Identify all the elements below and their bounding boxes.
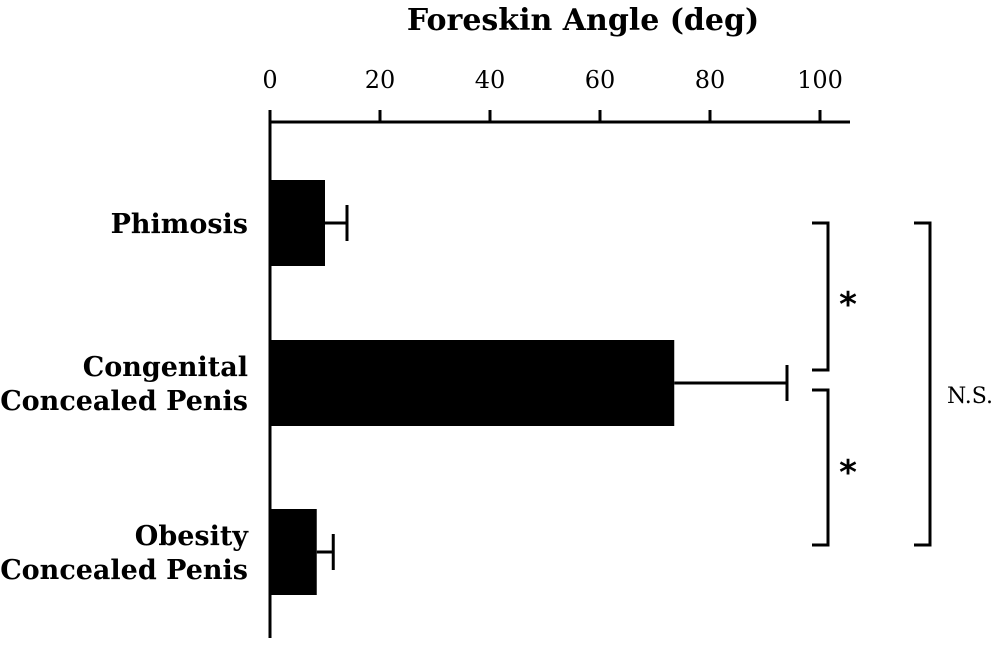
- x-tick-label: 20: [365, 66, 396, 94]
- category-label: Phimosis: [111, 209, 248, 240]
- x-tick-label: 60: [585, 66, 616, 94]
- significance-label: *: [839, 453, 857, 493]
- significance-label: N.S.: [947, 384, 993, 409]
- significance-bracket: [914, 221, 932, 547]
- category-label: Concealed Penis: [0, 386, 248, 417]
- category-label: Obesity: [135, 521, 250, 552]
- x-tick-label: 40: [475, 66, 506, 94]
- bar: [270, 180, 325, 266]
- category-label: Congenital: [83, 352, 248, 383]
- bar: [270, 509, 317, 595]
- x-tick-label: 100: [797, 66, 843, 94]
- category-label: Concealed Penis: [0, 555, 248, 586]
- x-tick-label: 80: [695, 66, 726, 94]
- significance-layer: * * N.S.: [812, 221, 993, 547]
- significance-bracket: [812, 388, 830, 547]
- significance-bracket: [812, 221, 830, 372]
- bar-layer: [270, 180, 789, 595]
- x-axis-title: Foreskin Angle (deg): [407, 3, 759, 38]
- significance-label: *: [839, 285, 857, 325]
- bar: [270, 340, 675, 426]
- x-tick-label: 0: [262, 66, 277, 94]
